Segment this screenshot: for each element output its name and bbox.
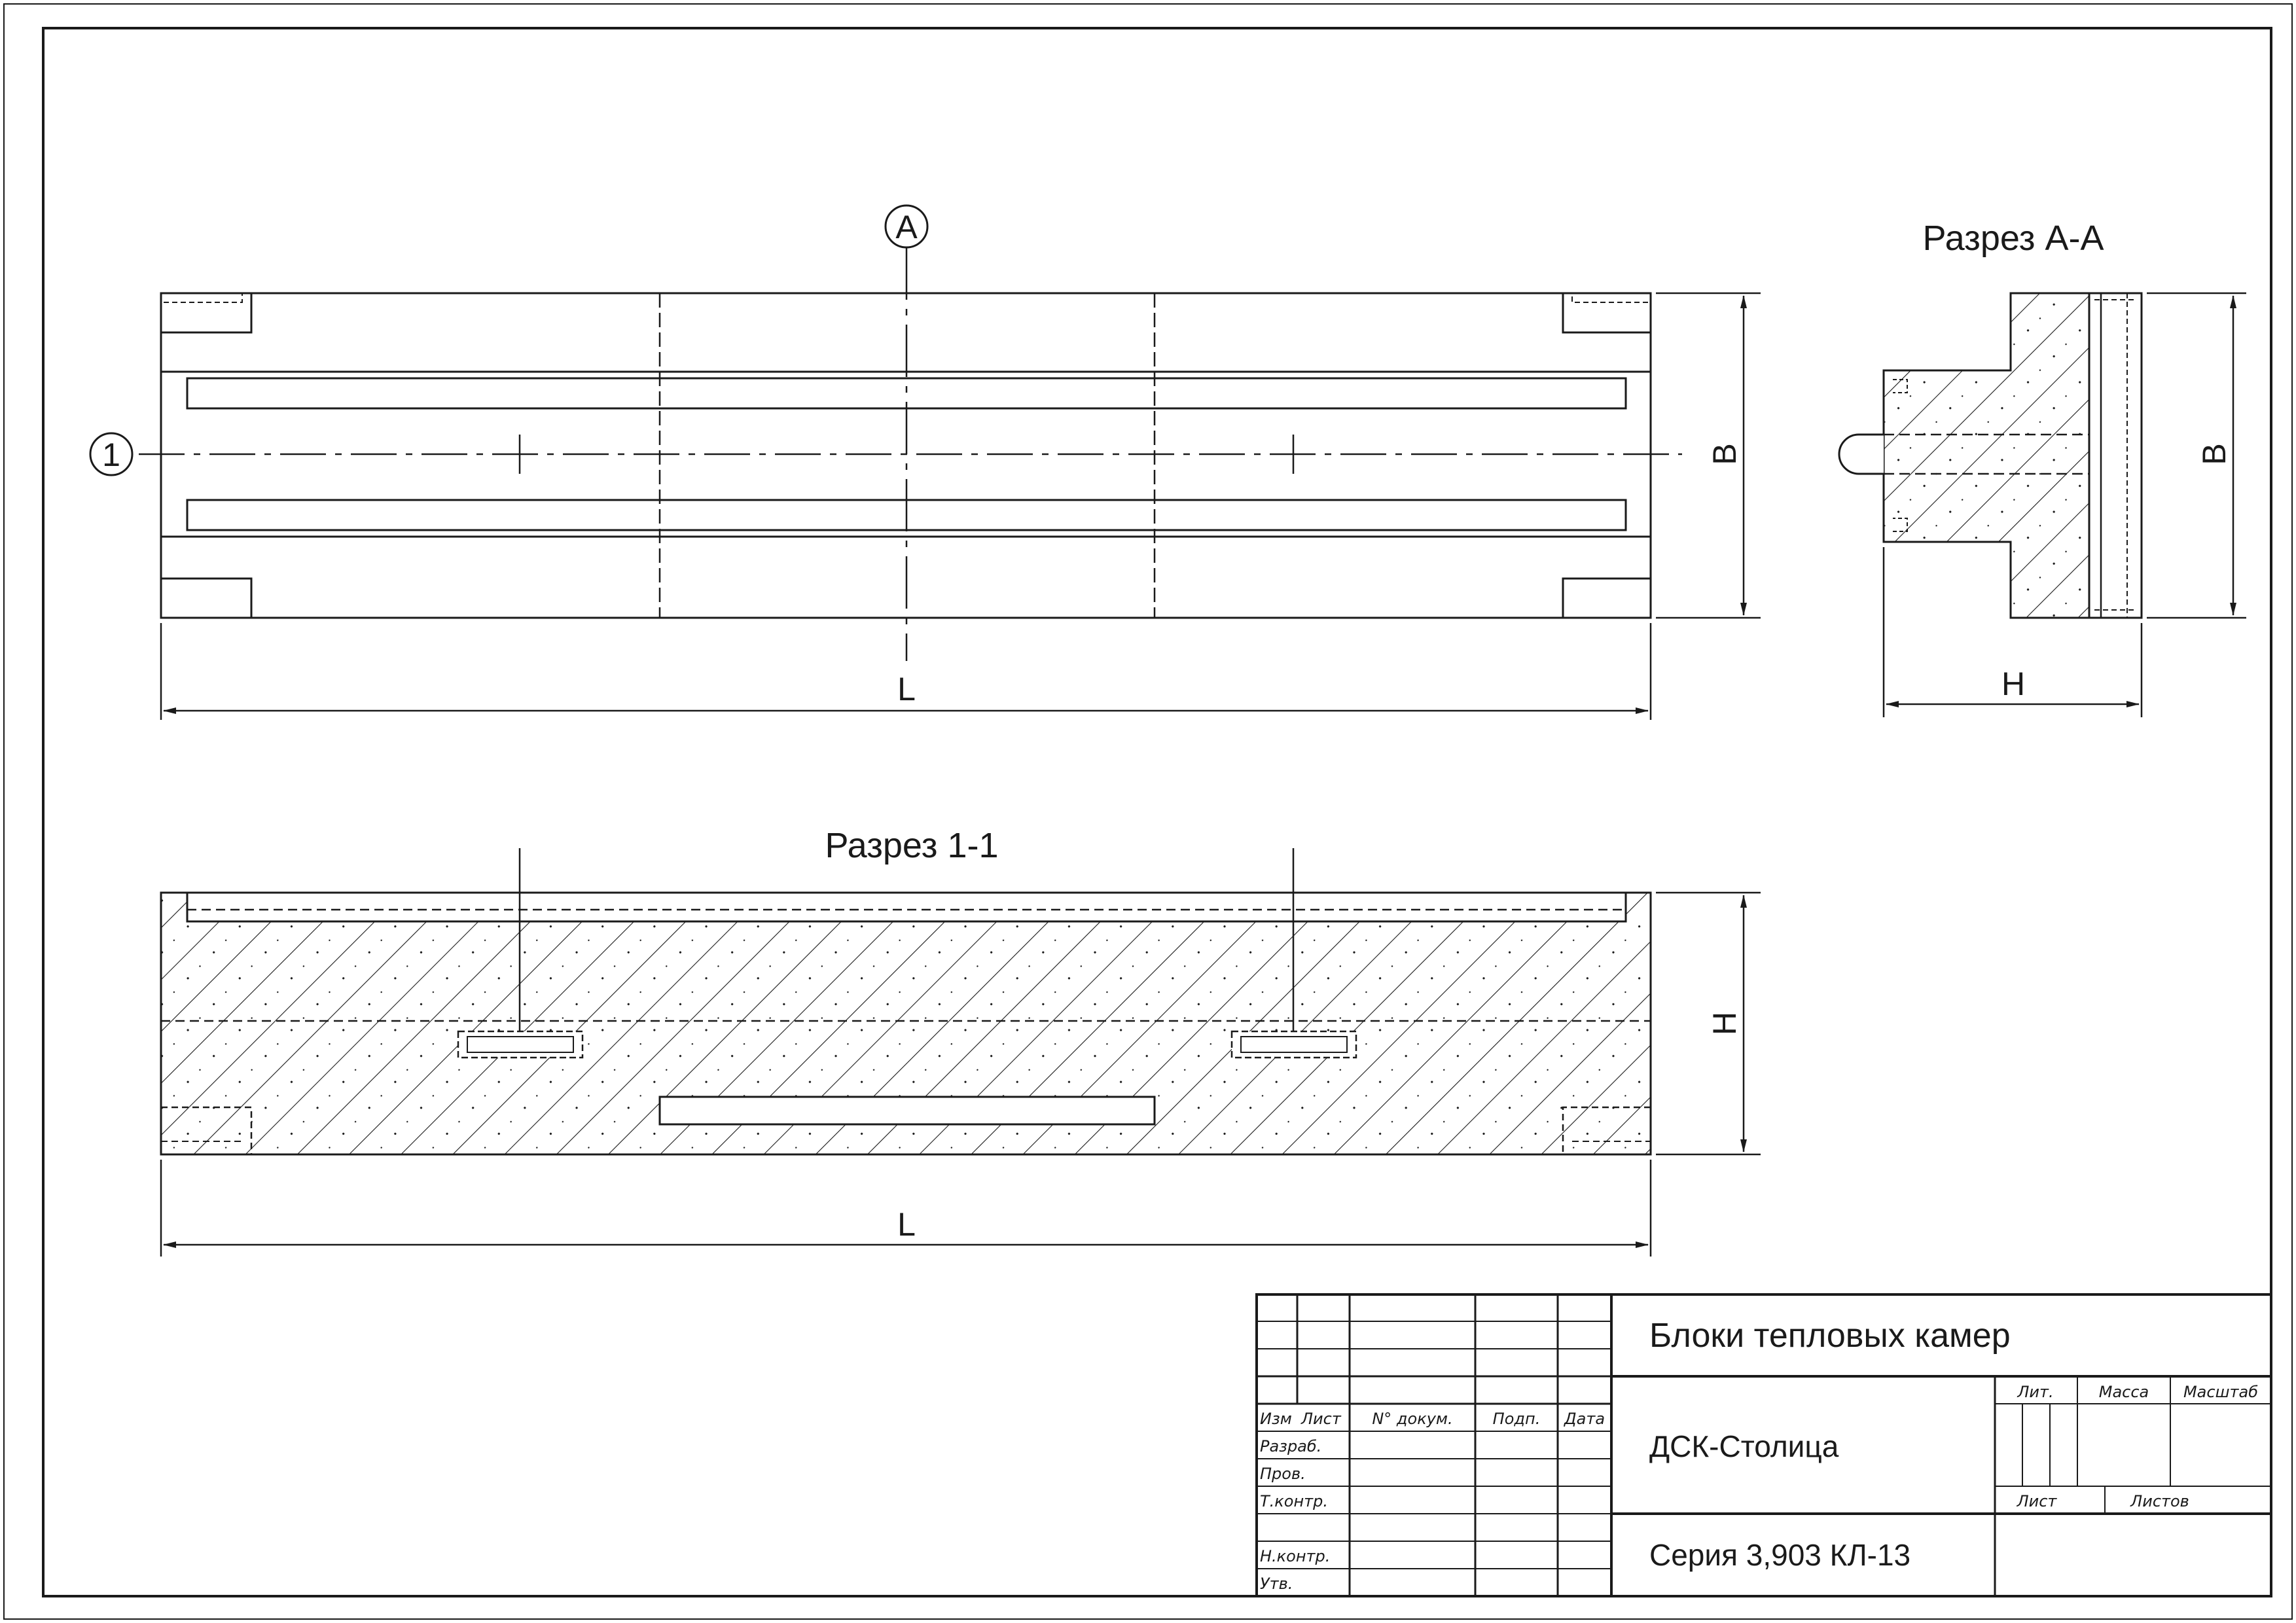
section-1-dim-l-label: L: [897, 1206, 916, 1243]
title-block: [1255, 1293, 2272, 1597]
axis-1-label: 1: [102, 437, 120, 473]
tb-col-doc: N° докум.: [1372, 1410, 1452, 1428]
section-1-dim-h-label: H: [1706, 1012, 1743, 1035]
axis-a-label: А: [895, 209, 918, 245]
tb-lit: Лит.: [2017, 1383, 2053, 1401]
plan-dim-l-label: L: [897, 671, 916, 707]
axis-marker-1: 1: [89, 432, 134, 476]
title-block-texts: Изм Лист N° докум. Подп. Дата Разраб. Пр…: [1260, 1317, 2258, 1593]
section-a-dimension-h: [1882, 547, 2143, 717]
tb-col-izm: Изм: [1260, 1410, 1292, 1428]
plan-dimension-l: [160, 623, 1652, 720]
outer-border: [3, 3, 2293, 1620]
tb-mass: Масса: [2099, 1383, 2149, 1401]
section-1-dimension-h: [1656, 891, 1761, 1156]
tb-col-sign: Подп.: [1493, 1410, 1541, 1428]
tb-role-razrab: Разраб.: [1260, 1437, 1321, 1455]
plan-dim-b-label: B: [1706, 443, 1743, 465]
section-a-dim-b-label: B: [2196, 443, 2233, 465]
tb-sheet: Лист: [2017, 1492, 2058, 1510]
drawing-frame: [42, 27, 2272, 1597]
tb-role-prov: Пров.: [1260, 1465, 1306, 1483]
tb-role-tkontr: Т.контр.: [1260, 1492, 1328, 1510]
tb-title: Блоки тепловых камер: [1649, 1317, 2011, 1355]
section-1-title: Разрез 1-1: [825, 826, 998, 865]
plan-view: [139, 247, 1682, 661]
tb-scale: Масштаб: [2183, 1383, 2258, 1401]
section-a-dimension-b: [2147, 292, 2246, 619]
tb-col-date: Дата: [1564, 1410, 1605, 1428]
section-1-dimension-l: [160, 1160, 1652, 1257]
axis-marker-a: А: [884, 204, 929, 249]
tb-role-nkontr: Н.контр.: [1260, 1547, 1330, 1565]
section-1-view: [160, 848, 1652, 1156]
tb-col-list: Лист: [1300, 1410, 1342, 1428]
plan-dimension-b: [1656, 292, 1761, 619]
tb-organization: ДСК-Столица: [1649, 1429, 1839, 1463]
tb-role-utv: Утв.: [1260, 1575, 1293, 1593]
section-a-dim-h-label: H: [2001, 666, 2025, 702]
section-a-view: [1838, 292, 2143, 619]
section-a-title: Разрез А-А: [1922, 219, 2104, 258]
tb-sheets: Листов: [2130, 1492, 2189, 1510]
tb-designation: Серия 3,903 КЛ-13: [1649, 1538, 1910, 1572]
